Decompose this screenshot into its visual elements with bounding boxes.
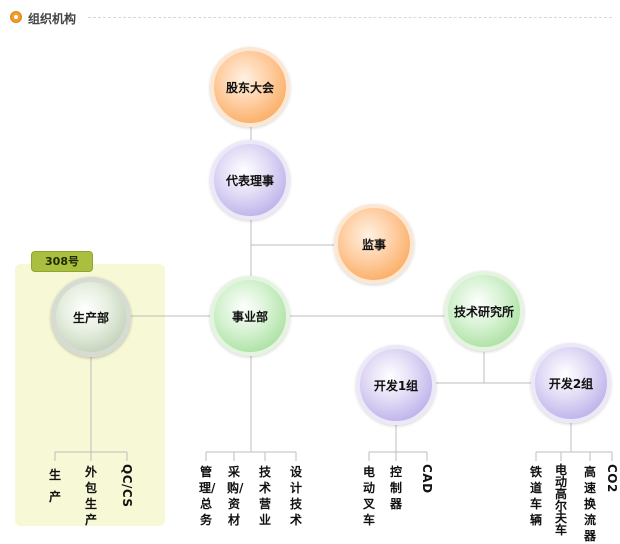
leaf-business-2: 技术营业	[258, 465, 271, 527]
header-divider	[88, 17, 612, 18]
node-label: 代表理事	[225, 173, 274, 188]
section-title: 组织机构	[28, 12, 77, 26]
node-supervisor: 监事	[334, 204, 414, 284]
node-label: 股东大会	[225, 80, 274, 95]
node-label: 技术研究所	[453, 304, 514, 319]
node-research: 技术研究所	[444, 271, 524, 351]
node-board: 代表理事	[210, 140, 290, 220]
node-dev2: 开发2组	[531, 343, 611, 423]
leaf-dev2-3: CO2	[605, 464, 619, 493]
node-label: 生产部	[72, 310, 109, 325]
leaf-dev1-1: 控制器	[389, 465, 402, 511]
leaf-business-0: 管理/总务	[199, 465, 216, 527]
leaf-production-0: 生产	[48, 468, 61, 504]
leaf-dev2-1: 电动高尔夫车	[554, 463, 567, 537]
node-label: 开发2组	[548, 376, 594, 391]
node-business: 事业部	[210, 276, 290, 356]
node-production: 生产部	[51, 277, 131, 357]
leaf-production-2: QC/CS	[120, 464, 134, 508]
leaf-dev1-2: CAD	[420, 464, 434, 494]
node-label: 事业部	[231, 309, 268, 324]
leaf-dev2-0: 铁道车辆	[529, 465, 542, 527]
leaf-dev1-0: 电动叉车	[362, 465, 375, 527]
factory-tab: 308号	[31, 251, 93, 272]
leaf-business-1: 采购/资材	[227, 465, 244, 527]
leaf-business-3: 设计技术	[289, 465, 302, 527]
leaf-production-1: 外包生产	[84, 465, 97, 527]
bullet-circle-icon	[10, 11, 22, 23]
section-header: 组织机构	[0, 0, 620, 34]
leaf-dev2-2: 高速换流器	[583, 465, 596, 543]
node-shareholders: 股东大会	[210, 47, 290, 127]
node-dev1: 开发1组	[356, 345, 436, 425]
node-label: 监事	[361, 237, 386, 252]
node-label: 开发1组	[373, 378, 419, 393]
